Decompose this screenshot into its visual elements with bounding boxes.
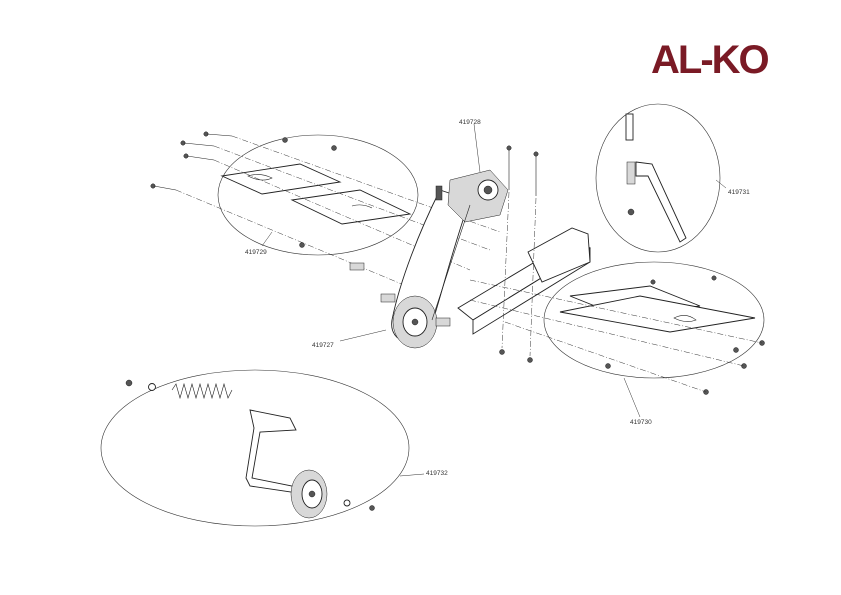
label-419730: 419730 <box>630 419 652 426</box>
nut-2 <box>331 145 337 151</box>
group-419731[interactable] <box>595 103 721 253</box>
group-419729-outline <box>217 134 419 256</box>
control-rod <box>431 204 471 321</box>
left-blade-lower <box>290 189 412 225</box>
label-419732: 419732 <box>426 470 448 477</box>
label-419729: 419729 <box>245 249 267 256</box>
left-blade-upper <box>220 163 342 195</box>
spacer-tube <box>349 262 365 271</box>
shaft-right <box>435 317 451 327</box>
mounting-frame[interactable] <box>349 145 591 363</box>
nut-1 <box>282 137 288 143</box>
wheel-nut <box>125 379 133 387</box>
group-419729[interactable] <box>150 131 501 301</box>
shaft-left <box>380 293 396 303</box>
alko-logo: AL-KO <box>651 38 769 82</box>
frame-bracket <box>527 227 591 283</box>
group-419730[interactable] <box>469 261 765 395</box>
coil-spring <box>171 382 233 400</box>
tine-blade <box>635 161 687 243</box>
tine-sleeve <box>626 161 636 185</box>
nut-3 <box>299 242 305 248</box>
group-419732-outline <box>100 369 410 527</box>
group-419730-outline <box>543 261 765 379</box>
washer <box>148 383 156 391</box>
tine-bolt <box>625 113 634 141</box>
spring-clip <box>435 185 443 201</box>
gearbox-housing <box>447 169 509 223</box>
label-419727: 419727 <box>312 342 334 349</box>
group-419728[interactable] <box>380 169 509 349</box>
group-419732[interactable] <box>100 369 410 527</box>
right-blade-lower <box>559 295 756 333</box>
label-419728: 419728 <box>459 119 481 126</box>
group-419731-outline <box>595 103 721 253</box>
label-419731: 419731 <box>728 189 750 196</box>
